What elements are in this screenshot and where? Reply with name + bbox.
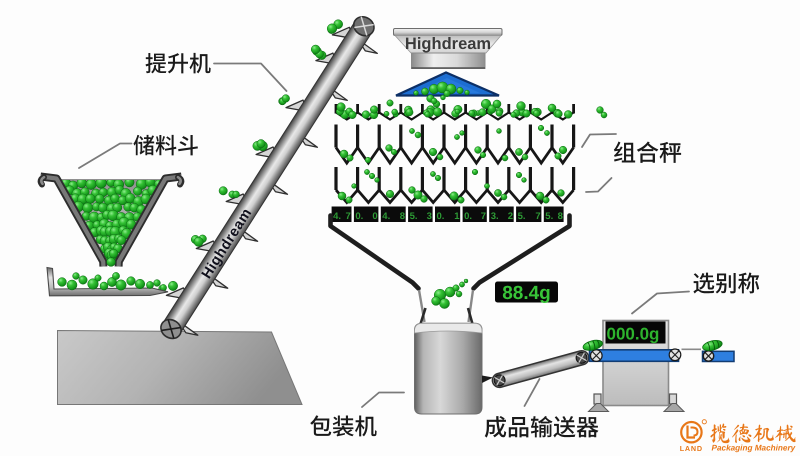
svg-text:2: 2 bbox=[508, 211, 513, 222]
svg-text:8: 8 bbox=[558, 211, 563, 222]
svg-text:5.: 5. bbox=[410, 211, 418, 222]
svg-text:8: 8 bbox=[400, 211, 405, 222]
svg-text:7: 7 bbox=[481, 211, 486, 222]
svg-text:4.: 4. bbox=[333, 211, 341, 222]
svg-text:0.: 0. bbox=[464, 211, 472, 222]
svg-text:0.: 0. bbox=[437, 211, 445, 222]
svg-text:7: 7 bbox=[535, 211, 540, 222]
svg-text:000.0g: 000.0g bbox=[607, 325, 660, 344]
svg-text:4.: 4. bbox=[382, 211, 390, 222]
svg-text:Packaging Machinery: Packaging Machinery bbox=[712, 444, 796, 453]
svg-text:0.: 0. bbox=[355, 211, 363, 222]
svg-text:1: 1 bbox=[454, 211, 460, 222]
svg-text:5.: 5. bbox=[545, 211, 553, 222]
svg-text:Highdream: Highdream bbox=[405, 35, 491, 53]
svg-text:0: 0 bbox=[372, 211, 377, 222]
svg-text:88.4g: 88.4g bbox=[502, 283, 551, 304]
svg-text:5.: 5. bbox=[518, 211, 526, 222]
svg-text:3: 3 bbox=[427, 211, 432, 222]
svg-text:LAND: LAND bbox=[680, 444, 703, 453]
svg-text:7: 7 bbox=[346, 211, 351, 222]
svg-text:3.: 3. bbox=[491, 211, 499, 222]
